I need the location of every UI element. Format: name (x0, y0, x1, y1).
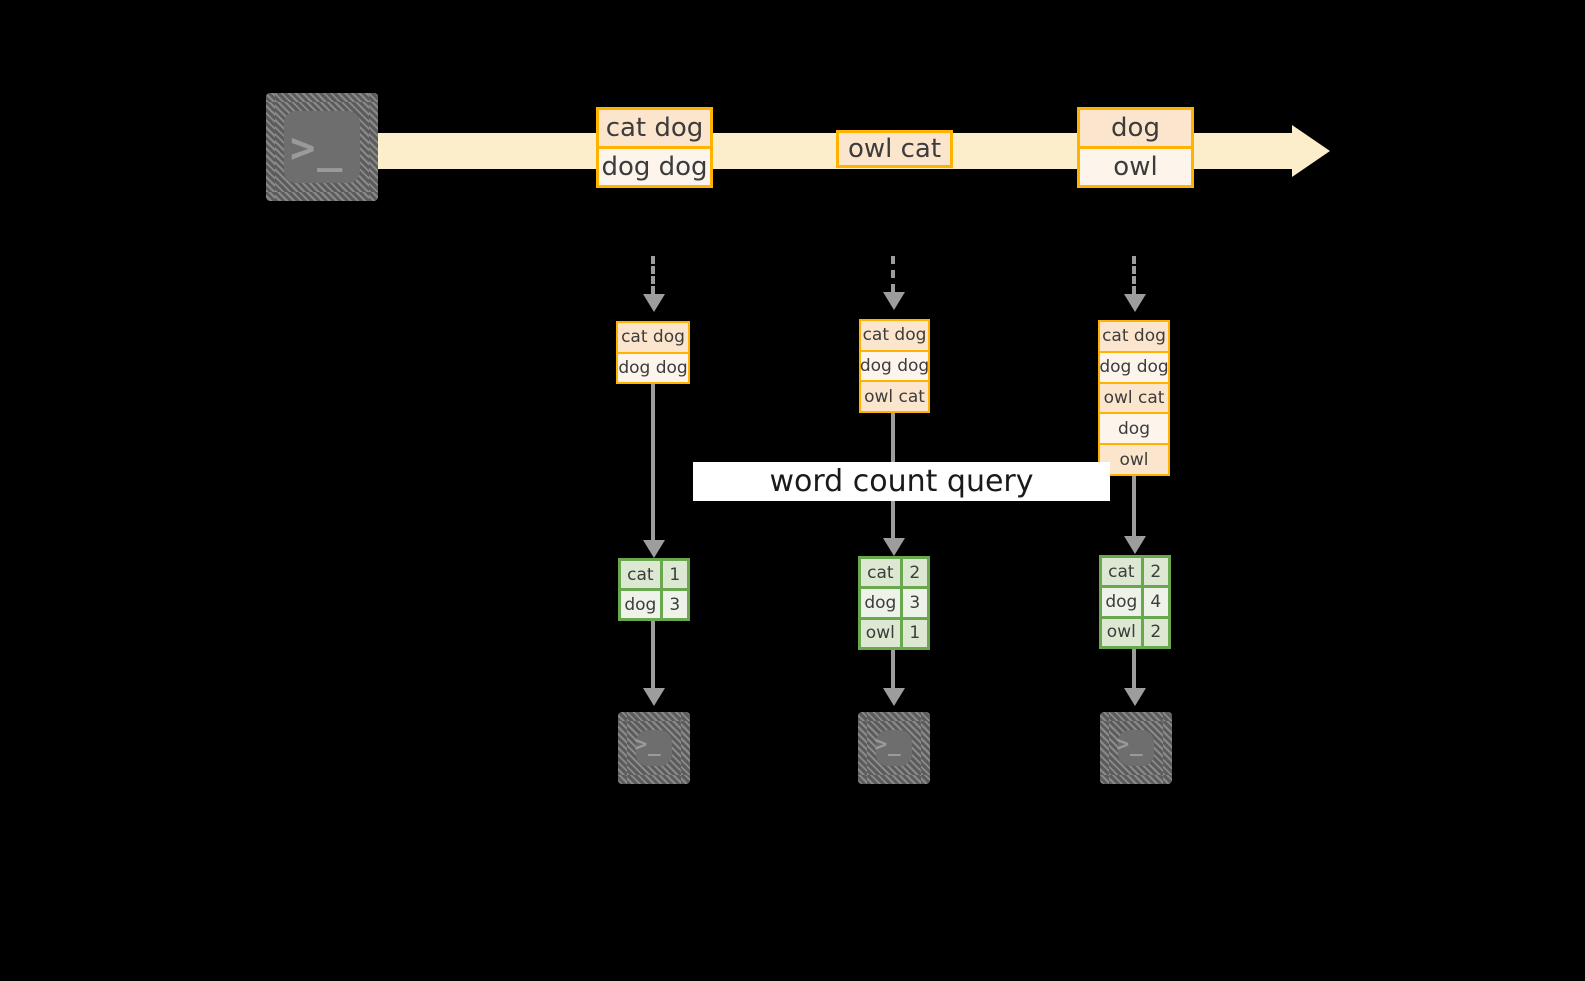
source-terminal-icon[interactable]: >_ (266, 93, 378, 201)
stage-2-result-table[interactable]: cat 2 dog 3 owl 1 (858, 556, 930, 650)
record-line: owl cat (839, 133, 950, 165)
stage-2-output-arrowhead (883, 688, 905, 706)
record-line: owl (1080, 146, 1191, 185)
result-value: 3 (659, 591, 687, 618)
result-value: 2 (1140, 618, 1168, 646)
stage-2-accumulated-records[interactable]: cat dog dog dog owl cat (859, 319, 930, 413)
stage-2-sink-terminal-icon[interactable]: >_ (858, 712, 930, 784)
terminal-screen (876, 730, 912, 766)
stage-1-output-arrowhead (643, 688, 665, 706)
stage-3-query-arrowhead (1124, 536, 1146, 554)
stage-1-query-arrowhead (643, 540, 665, 558)
record-line: dog dog (860, 349, 929, 381)
stage-1-result-table[interactable]: cat 1 dog 3 (618, 558, 690, 621)
result-key: dog (861, 589, 900, 617)
result-key: dog (621, 591, 660, 618)
stage-1-ingest-dash (651, 256, 655, 294)
table-row: owl 2 (1102, 615, 1168, 646)
stage-3-accumulated-records[interactable]: cat dog dog dog owl cat dog owl (1098, 320, 1170, 476)
query-banner: word count query (693, 462, 1110, 501)
result-key: owl (1102, 618, 1141, 646)
terminal-screen (1118, 730, 1154, 766)
stage-2-ingest-dash (891, 256, 895, 292)
result-key: dog (1102, 588, 1141, 616)
result-value: 1 (899, 619, 927, 647)
stage-3-ingest-arrowhead (1124, 294, 1146, 312)
record-line: cat dog (599, 110, 710, 146)
stage-1-query-line (651, 384, 655, 548)
result-value: 2 (1140, 558, 1168, 586)
stage-1-accumulated-records[interactable]: cat dog dog dog (616, 321, 690, 384)
stage-2-query-arrowhead (883, 538, 905, 556)
result-key: owl (861, 619, 900, 647)
stream-arrowhead (1292, 125, 1330, 177)
record-line: cat dog (861, 321, 928, 350)
stage-3-output-line (1132, 649, 1136, 692)
table-row: cat 2 (861, 559, 927, 587)
terminal-screen (636, 730, 672, 766)
record-line: dog (1080, 110, 1191, 146)
record-line: dog dog (618, 351, 688, 382)
table-row: dog 3 (621, 588, 687, 618)
table-row: cat 2 (1102, 558, 1168, 586)
record-line: owl cat (1100, 381, 1168, 413)
stage-2-ingest-arrowhead (883, 292, 905, 310)
stage-2-output-line (891, 650, 895, 692)
record-line: dog (1100, 412, 1168, 444)
stage-3-ingest-dash (1132, 256, 1136, 294)
stage-3-result-table[interactable]: cat 2 dog 4 owl 2 (1099, 555, 1171, 649)
record-line: dog dog (599, 146, 710, 185)
record-line: cat dog (1100, 322, 1168, 351)
stage-3-sink-terminal-icon[interactable]: >_ (1100, 712, 1172, 784)
result-key: cat (861, 559, 900, 587)
stream-batch-1[interactable]: cat dog dog dog (596, 107, 713, 188)
terminal-prompt-glyph: >_ (1116, 731, 1144, 756)
stage-3-output-arrowhead (1124, 688, 1146, 706)
table-row: dog 3 (861, 586, 927, 617)
stream-batch-3[interactable]: dog owl (1077, 107, 1194, 188)
result-value: 2 (899, 559, 927, 587)
stream-batch-2[interactable]: owl cat (836, 130, 953, 168)
terminal-prompt-glyph: >_ (290, 123, 344, 173)
record-line: dog dog (1099, 350, 1169, 382)
table-row: cat 1 (621, 561, 687, 588)
result-key: cat (1102, 558, 1141, 586)
result-value: 1 (659, 561, 687, 588)
query-banner-label: word count query (769, 464, 1034, 499)
table-row: dog 4 (1102, 585, 1168, 616)
record-line: owl cat (861, 380, 928, 412)
terminal-prompt-glyph: >_ (634, 731, 662, 756)
table-row: owl 1 (861, 616, 927, 647)
result-value: 3 (899, 589, 927, 617)
stage-1-sink-terminal-icon[interactable]: >_ (618, 712, 690, 784)
terminal-screen (284, 111, 360, 183)
stage-3-query-line (1132, 476, 1136, 544)
record-line: owl (1100, 443, 1168, 474)
terminal-prompt-glyph: >_ (874, 731, 902, 756)
result-value: 4 (1140, 588, 1168, 616)
record-line: cat dog (618, 323, 688, 352)
result-key: cat (621, 561, 660, 588)
stage-1-output-line (651, 621, 655, 691)
stage-1-ingest-arrowhead (643, 294, 665, 312)
